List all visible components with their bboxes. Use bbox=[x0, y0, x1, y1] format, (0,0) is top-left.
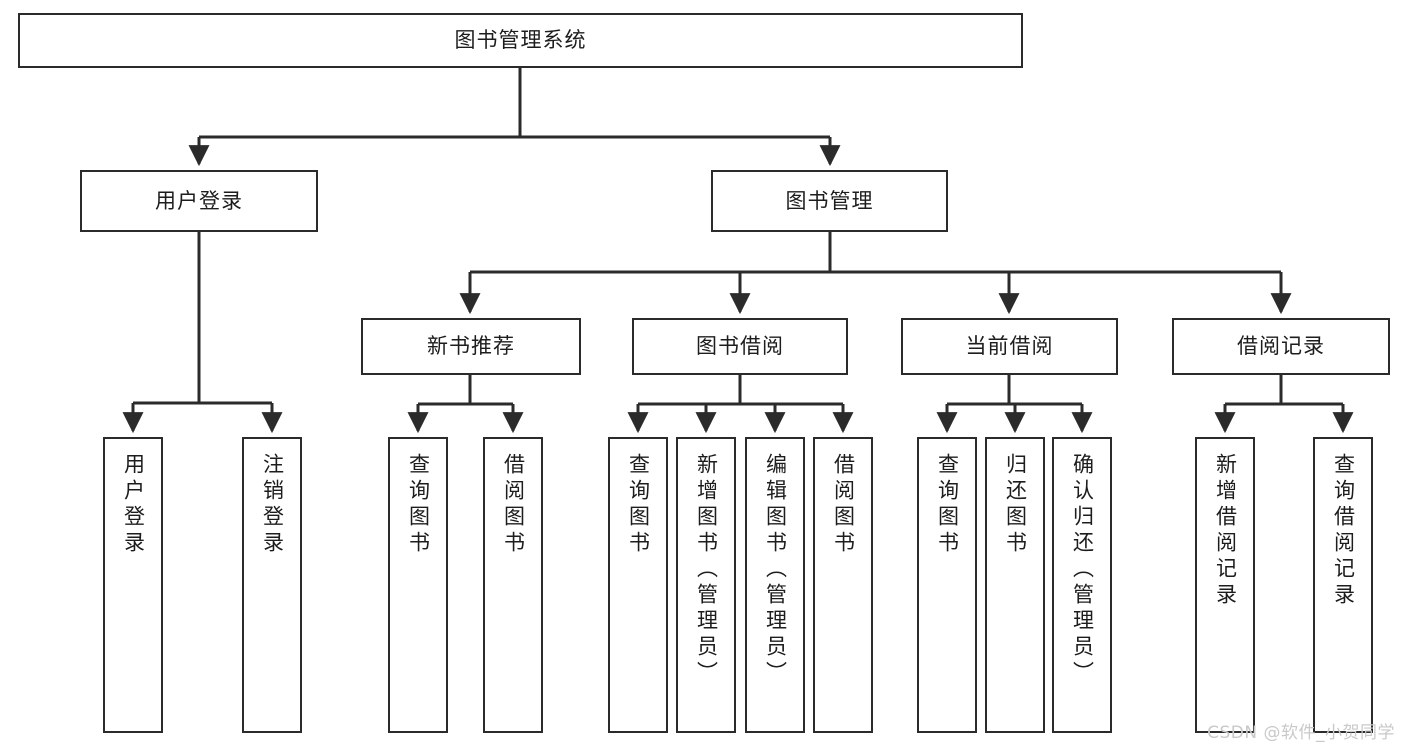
node-leaf-confirm-return-admin-label: 确认归还（管理员） bbox=[1070, 453, 1095, 687]
node-leaf-query-book-2[interactable]: 查询图书 bbox=[608, 437, 668, 733]
node-leaf-query-book-1[interactable]: 查询图书 bbox=[388, 437, 448, 733]
node-leaf-query-book-3[interactable]: 查询图书 bbox=[917, 437, 977, 733]
node-leaf-borrow-book-1[interactable]: 借阅图书 bbox=[483, 437, 543, 733]
node-borrow-record-label: 借阅记录 bbox=[1237, 334, 1325, 359]
node-user-login-label: 用户登录 bbox=[155, 188, 243, 213]
node-leaf-edit-book-admin-label: 编辑图书（管理员） bbox=[763, 453, 788, 687]
csdn-watermark: CSDN @软件_小贺同学 bbox=[1207, 723, 1395, 743]
node-root-label: 图书管理系统 bbox=[454, 28, 587, 53]
node-leaf-user-login[interactable]: 用户登录 bbox=[103, 437, 163, 733]
node-leaf-logout-login[interactable]: 注销登录 bbox=[242, 437, 302, 733]
node-book-management-label: 图书管理 bbox=[785, 188, 874, 213]
node-borrow-record[interactable]: 借阅记录 bbox=[1172, 318, 1390, 375]
node-leaf-edit-book-admin[interactable]: 编辑图书（管理员） bbox=[745, 437, 805, 733]
node-leaf-confirm-return-admin[interactable]: 确认归还（管理员） bbox=[1052, 437, 1112, 733]
node-leaf-borrow-book-2-label: 借阅图书 bbox=[831, 453, 856, 557]
node-current-borrow[interactable]: 当前借阅 bbox=[901, 318, 1118, 375]
node-leaf-add-book-admin[interactable]: 新增图书（管理员） bbox=[676, 437, 736, 733]
node-leaf-add-book-admin-label: 新增图书（管理员） bbox=[694, 453, 719, 687]
node-book-management[interactable]: 图书管理 bbox=[711, 170, 948, 232]
node-current-borrow-label: 当前借阅 bbox=[965, 334, 1054, 359]
node-leaf-return-book[interactable]: 归还图书 bbox=[985, 437, 1045, 733]
node-leaf-return-book-label: 归还图书 bbox=[1003, 453, 1028, 557]
node-book-borrow-label: 图书借阅 bbox=[696, 334, 784, 359]
node-new-book-recommend[interactable]: 新书推荐 bbox=[361, 318, 581, 375]
node-user-login[interactable]: 用户登录 bbox=[80, 170, 318, 232]
node-leaf-query-book-3-label: 查询图书 bbox=[935, 453, 960, 557]
node-leaf-query-book-1-label: 查询图书 bbox=[406, 453, 431, 557]
node-leaf-add-borrow-record[interactable]: 新增借阅记录 bbox=[1195, 437, 1255, 733]
node-leaf-query-book-2-label: 查询图书 bbox=[626, 453, 651, 557]
node-leaf-borrow-book-1-label: 借阅图书 bbox=[501, 453, 526, 557]
node-leaf-logout-login-label: 注销登录 bbox=[260, 453, 285, 557]
node-leaf-user-login-label: 用户登录 bbox=[121, 453, 146, 557]
node-leaf-query-borrow-record[interactable]: 查询借阅记录 bbox=[1313, 437, 1373, 733]
node-leaf-borrow-book-2[interactable]: 借阅图书 bbox=[813, 437, 873, 733]
node-new-book-recommend-label: 新书推荐 bbox=[427, 334, 515, 359]
node-leaf-query-borrow-record-label: 查询借阅记录 bbox=[1331, 453, 1356, 609]
node-root-system[interactable]: 图书管理系统 bbox=[18, 13, 1023, 68]
node-book-borrow[interactable]: 图书借阅 bbox=[632, 318, 848, 375]
node-leaf-add-borrow-record-label: 新增借阅记录 bbox=[1213, 453, 1238, 609]
